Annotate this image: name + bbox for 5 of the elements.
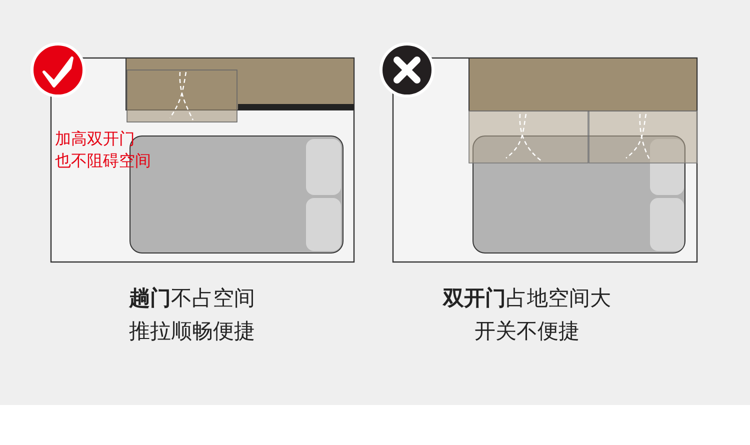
caption-text: 趟门不占空间: [128, 285, 256, 311]
caption-text: 推拉顺畅便捷: [128, 318, 256, 344]
caption-text: 双开门占地空间大: [442, 285, 612, 311]
note-text: 加高双开门: [55, 128, 135, 150]
caption-text: 开关不便捷: [474, 318, 580, 344]
